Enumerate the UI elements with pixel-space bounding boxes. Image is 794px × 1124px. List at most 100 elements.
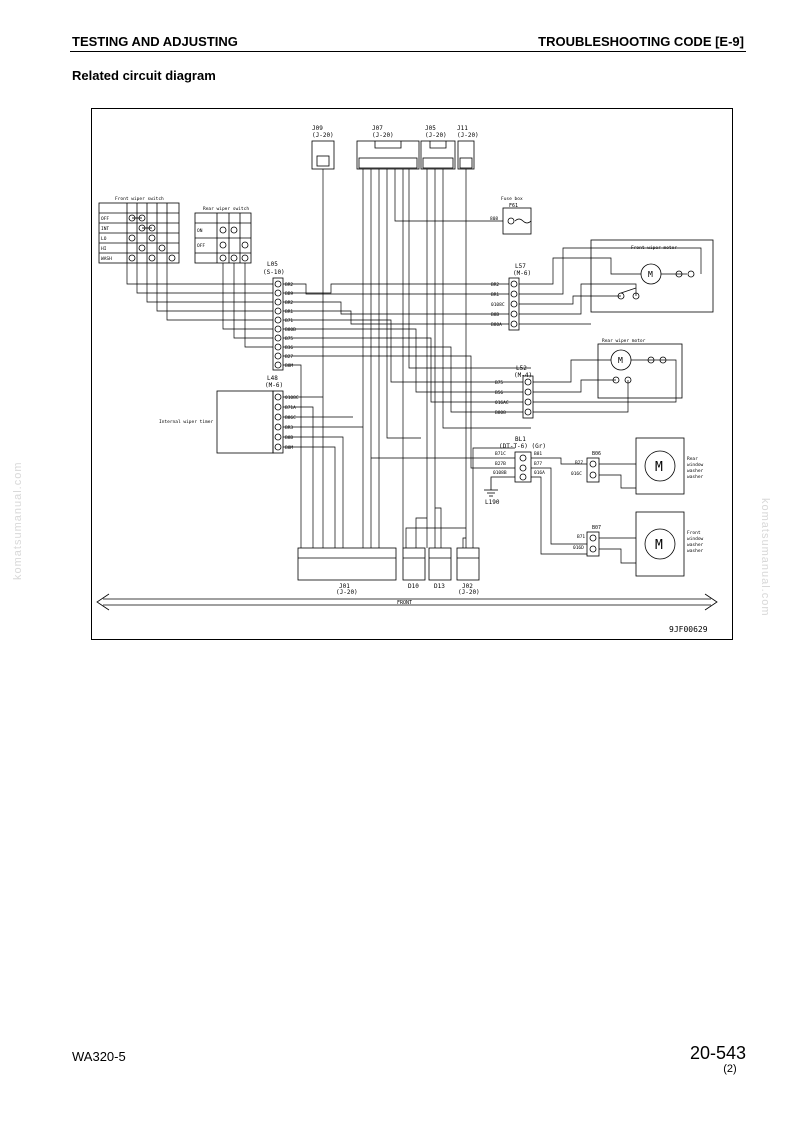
figure-id: 9JF00629 [669,625,708,634]
front-washer-line-3: washer [687,542,704,548]
j09-name: J09 [312,125,323,132]
circuit-diagram: J09 (J-20) J07 (J-20) J05 (J-20) J11 (J-… [96,125,718,634]
header-section-title: TESTING AND ADJUSTING [72,34,238,49]
bl1-left-3: 0108B [493,470,507,476]
front-wiper-switch-title: Front wiper switch [115,196,164,202]
l05-wire-5: B71 [285,318,293,324]
l05-wire-10: B8M [285,363,293,369]
rear-wiper-motor [597,343,683,399]
l05-wire-4: BR1 [285,309,293,315]
b07-name: B07 [592,525,601,531]
rear-wiper-switch [194,212,252,264]
switch-row-int: INT [101,226,109,232]
ground-symbol [484,478,498,497]
bl1-right-2: B77 [534,461,542,467]
j05-spec: (J-20) [425,132,447,139]
rear-washer-line-3: washer [687,468,704,474]
connector-b07 [586,531,600,557]
j01-spec: (J-20) [336,589,358,596]
l05-wire-7: B75 [285,336,293,342]
l57-wire-3: 0108C [491,302,505,308]
l05-wire-6: B80B [285,327,296,333]
bl1-right-1: B81 [534,451,542,457]
l57-spec: (M-6) [513,270,531,277]
l52-wire-2: B56 [495,390,503,396]
wiring [126,169,702,564]
b06-wire-2: 016C [571,471,582,477]
rear-washer-line-4: washer [687,474,704,480]
front-label: FRONT [397,600,412,606]
connector-l05 [272,277,284,371]
switch-row-hi: HI [101,246,107,252]
connector-j01 [297,547,397,581]
l05-wire-3: BR2 [285,300,293,306]
l57-wire-5: B80A [491,322,502,328]
rear-switch-row-on: ON [197,228,203,234]
j09-spec: (J-20) [312,132,334,139]
rear-washer-line-1: Rear [687,456,698,462]
switch-row-wash: WASH [101,256,112,262]
bl1-spec: (DT-T-6) (Gr) [499,443,546,450]
header-divider [70,51,746,52]
b06-wire-1: B27 [575,460,583,466]
rear-washer-symbol: M [655,460,663,475]
footer-page: 20-543 (2) [690,1043,746,1075]
bl1-left-2: B27B [495,461,506,467]
l05-name: L05 [267,261,278,268]
bl1-right-3: 016A [534,470,545,476]
section-title: Related circuit diagram [72,68,216,83]
diagram-frame [91,108,733,640]
switch-row-off: OFF [101,216,109,222]
b07-wire-2: 016D [573,545,584,551]
rear-wiper-switch-title: Rear wiper switch [203,206,249,212]
footer-model: WA320-5 [72,1049,126,1064]
l48-wire-2: B71A [285,405,296,411]
l52-spec: (M-4) [514,372,532,379]
l48-wire-3: B86C [285,415,296,421]
j11-spec: (J-20) [457,132,479,139]
intermittent-timer [216,390,274,454]
l48-name: L48 [267,375,278,382]
bl1-name: BL1 [515,436,526,443]
front-arrow [96,593,718,611]
timer-label: Internal wiper timer [159,419,213,425]
connector-d10 [402,547,426,581]
l57-name: L57 [515,263,526,270]
l48-spec: (M-6) [265,382,283,389]
connector-bl1 [514,451,532,483]
watermark-left: komatsumanual.com [12,461,24,581]
watermark-right: komatsumanual.com [759,498,771,617]
rear-switch-row-off: OFF [197,243,205,249]
connector-l48 [272,390,284,454]
l52-wire-1: B75 [495,380,503,386]
l05-wire-2: BB9 [285,291,293,297]
rear-wiper-motor-symbol: M [618,356,623,365]
fuse-id: F61 [509,203,518,209]
connector-b06 [586,457,600,483]
connector-j05 [420,140,456,170]
l05-wire-9: B27 [285,354,293,360]
rear-wiper-motor-title: Rear wiper motor [602,338,646,344]
j07-spec: (J-20) [372,132,394,139]
j01-name: J01 [339,583,350,590]
front-wiper-motor-title: Front wiper motor [631,245,677,251]
header-code-title: TROUBLESHOOTING CODE [E-9] [538,34,744,49]
front-washer-motor [635,511,685,577]
j02-name: J02 [462,583,473,590]
fuse-wire: 808 [490,216,498,222]
l52-wire-3: 016AC [495,400,509,406]
j02-spec: (J-20) [458,589,480,596]
j05-name: J05 [425,125,436,132]
l48-wire-6: B8M [285,445,293,451]
front-washer-symbol: M [655,538,663,553]
l57-wire-2: BR1 [491,292,499,298]
b06-name: B06 [592,451,601,457]
l48-wire-4: BR3 [285,425,293,431]
connector-l57 [508,277,520,331]
fuse-box-label: Fuse box [501,196,523,202]
l05-wire-8: B36 [285,345,293,351]
front-wiper-switch [98,202,180,264]
connector-j02 [456,547,480,581]
d13-name: D13 [434,583,445,590]
b07-wire-1: B71 [577,534,585,540]
